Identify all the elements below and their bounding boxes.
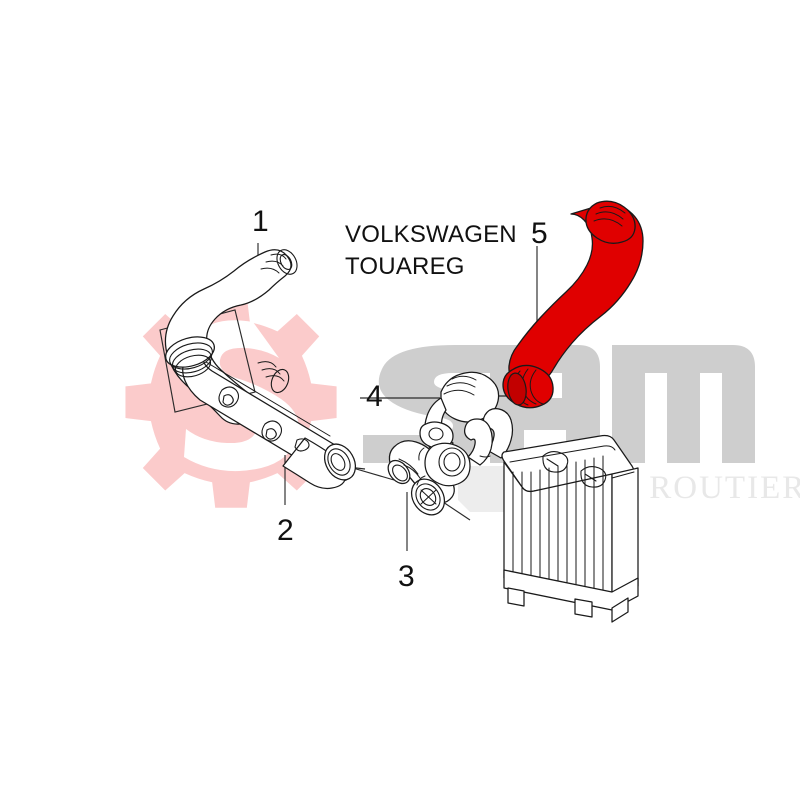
callout-number-2[interactable]: 2 bbox=[277, 514, 294, 547]
intercooler-core bbox=[501, 434, 639, 623]
intercooler-inlet-flange bbox=[464, 408, 514, 466]
page-title: VOLKSWAGEN TOUAREG bbox=[345, 221, 517, 280]
callout-number-1[interactable]: 1 bbox=[252, 205, 269, 238]
callout-number-4[interactable]: 4 bbox=[366, 380, 383, 413]
part-3-elbow-connector bbox=[387, 440, 455, 516]
part-4-flanged-connector bbox=[416, 371, 500, 487]
part-5-red-hose bbox=[502, 200, 644, 409]
callout-number-5[interactable]: 5 bbox=[531, 217, 548, 250]
callout-number-3[interactable]: 3 bbox=[398, 560, 415, 593]
part-2-charge-air-pipe bbox=[165, 336, 357, 490]
